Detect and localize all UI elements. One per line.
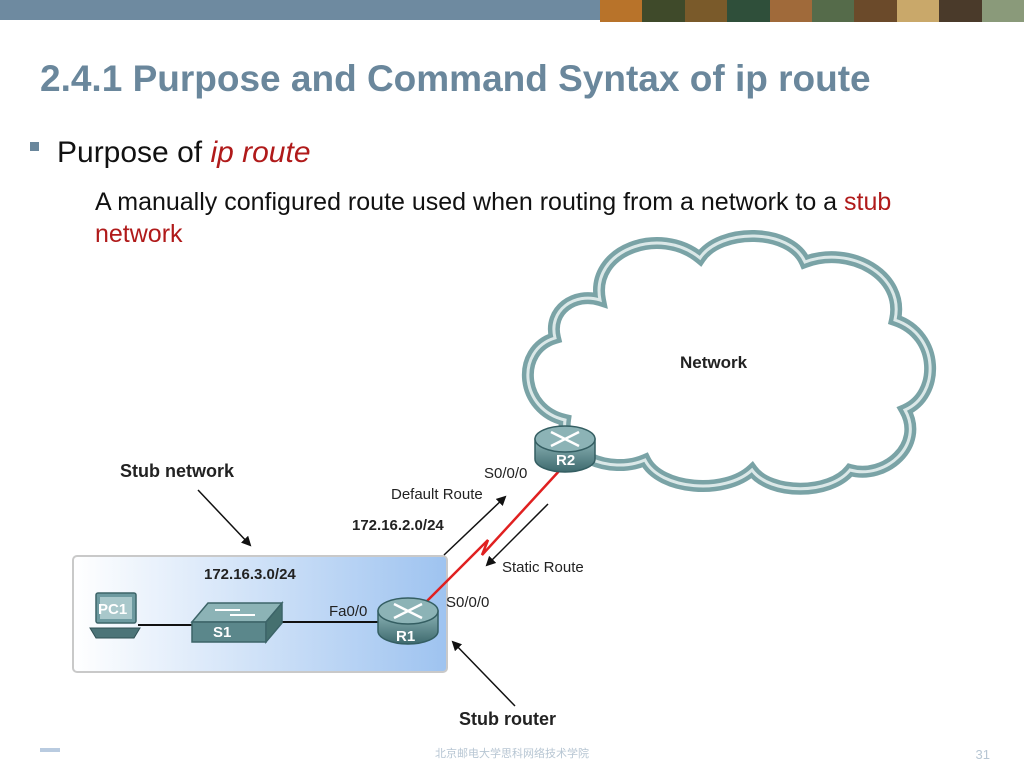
router-r2-icon <box>534 425 596 473</box>
serial-network-label: 172.16.2.0/24 <box>352 517 444 534</box>
body-text: A manually configured route used when ro… <box>95 186 975 250</box>
slide-title: 2.4.1 Purpose and Command Syntax of ip r… <box>40 58 871 99</box>
lan-network-label: 172.16.3.0/24 <box>204 566 296 583</box>
pc1-icon <box>89 592 141 639</box>
static-route-label: Static Route <box>502 559 584 576</box>
static-route-arrow <box>485 503 549 567</box>
footer-institution: 北京邮电大学思科网络技术学院 <box>435 748 589 760</box>
pc1-label: PC1 <box>98 601 127 618</box>
router-r1-icon <box>377 597 439 645</box>
header-photo-strip <box>600 0 1024 22</box>
stub-network-pointer <box>197 489 252 547</box>
r2-label: R2 <box>556 452 575 469</box>
body-text-highlight: stub network <box>95 188 892 248</box>
r1-serial-interface-label: S0/0/0 <box>446 594 489 611</box>
r1-fa-interface-label: Fa0/0 <box>329 603 367 620</box>
bullet-prefix: Purpose of <box>57 136 211 169</box>
r2-serial-interface-label: S0/0/0 <box>484 465 527 482</box>
r1-label: R1 <box>396 628 415 645</box>
stub-router-label: Stub router <box>459 709 556 729</box>
bullet-square-icon <box>30 141 39 151</box>
stub-router-pointer <box>451 640 516 707</box>
s1-label: S1 <box>213 624 231 641</box>
cloud-label: Network <box>680 353 748 372</box>
default-route-arrow <box>443 495 507 556</box>
body-text-main: A manually configured route used when ro… <box>95 188 845 216</box>
footer-logo <box>40 748 60 752</box>
switch-s1-icon <box>190 600 284 645</box>
stub-network-label: Stub network <box>120 461 235 481</box>
network-cloud <box>521 230 937 495</box>
bullet-purpose: Purpose of ip route <box>30 136 311 170</box>
bullet-emphasis: ip route <box>210 136 311 169</box>
default-route-label: Default Route <box>391 486 483 503</box>
page-number: 31 <box>975 747 990 762</box>
serial-link-r1-r2 <box>424 469 561 604</box>
